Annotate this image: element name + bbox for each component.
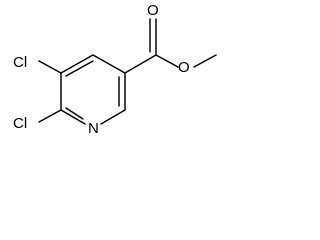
bond-c3-carbonyl-carbon — [124, 54, 157, 74]
structure-diagram: Cl Cl N O O — [0, 0, 226, 138]
bond-ester-oxygen-methyl — [193, 54, 217, 68]
bond-c5-cl-top — [38, 60, 62, 74]
bond-c6-cl-bottom — [38, 109, 62, 123]
atom-label-cl-top: Cl — [13, 54, 27, 71]
bond-carbonyl-carbon-ester-oxygen — [155, 54, 179, 68]
ring-bond-c5-c4 — [60, 54, 94, 74]
atom-label-ester-o: O — [178, 59, 190, 76]
molecule-svg: Cl Cl N O O — [13, 2, 217, 137]
atom-label-n: N — [88, 120, 99, 137]
ring-bond-c2-n — [100, 109, 126, 125]
ring-bond-c4-c4-inner — [65, 60, 94, 77]
ring-bond-c4-c3 — [92, 54, 126, 74]
atom-label-cl-bottom: Cl — [13, 115, 27, 132]
ring-bond-n-c6-inner — [65, 107, 84, 120]
atom-label-carbonyl-o: O — [147, 2, 159, 19]
ring-bond-n-c6 — [60, 109, 86, 125]
